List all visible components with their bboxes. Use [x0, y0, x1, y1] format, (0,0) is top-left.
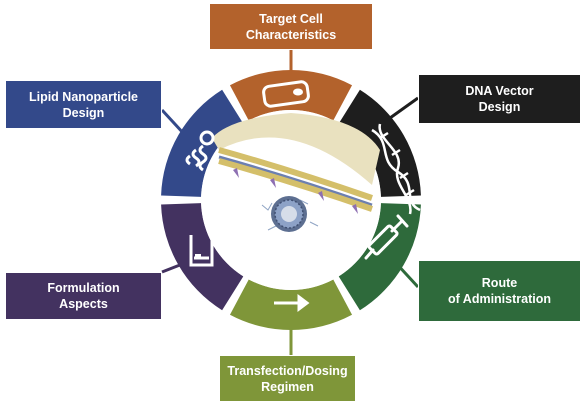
category-label-regimen: Transfection/Dosing Regimen — [227, 363, 348, 394]
ring-segments — [161, 70, 421, 330]
category-box-dna: DNA Vector Design — [418, 74, 581, 124]
category-box-formulation: Formulation Aspects — [5, 272, 162, 320]
ring-segment-dna — [338, 89, 421, 197]
category-box-regimen: Transfection/Dosing Regimen — [219, 355, 356, 402]
category-label-route: Route of Administration — [447, 276, 551, 306]
category-label-dna: DNA Vector Design — [465, 84, 534, 114]
connector-dna — [389, 96, 419, 120]
category-label-formulation: Formulation Aspects — [47, 281, 120, 311]
syringe-icon — [364, 214, 409, 260]
cell-icon — [262, 80, 310, 108]
category-box-target: Target Cell Characteristics — [209, 3, 373, 50]
liposome-icon — [185, 130, 215, 172]
beaker-icon — [189, 235, 214, 267]
category-label-lipid: Lipid Nanoparticle Design — [28, 89, 139, 120]
nanoparticle-membrane-icon — [212, 113, 380, 232]
category-label-target: Target Cell Characteristics — [245, 11, 337, 42]
category-box-lipid: Lipid Nanoparticle Design — [5, 80, 162, 129]
ring-segment-regimen — [229, 279, 353, 330]
ring-segment-target — [229, 70, 353, 121]
category-box-route: Route of Administration — [418, 260, 581, 322]
dna-helix-icon — [371, 123, 421, 215]
arrow-right-icon — [274, 294, 310, 312]
ring-segment-route — [338, 203, 421, 311]
